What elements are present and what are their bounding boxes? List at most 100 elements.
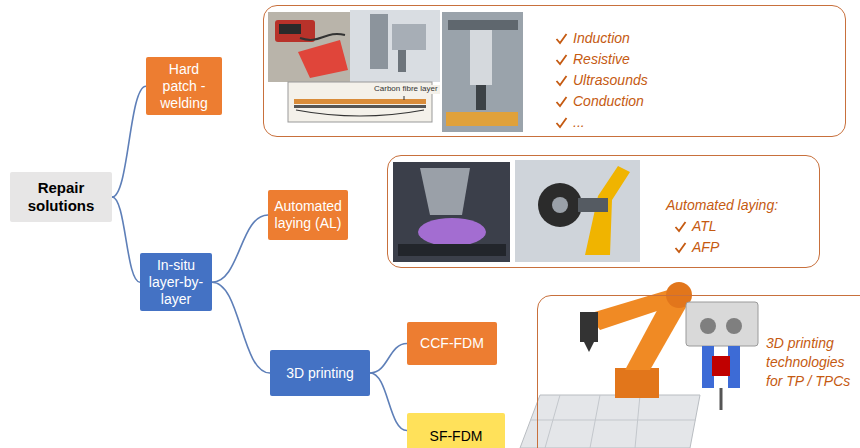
box-label: 3D printing bbox=[286, 365, 354, 382]
machine-column bbox=[370, 14, 388, 69]
root-box: Repair solutions bbox=[10, 172, 112, 222]
welding-photos bbox=[268, 10, 523, 132]
list-row: Resistive bbox=[555, 49, 845, 70]
bed-grid bbox=[530, 420, 696, 421]
check-mark bbox=[676, 243, 686, 252]
check-mark bbox=[557, 55, 567, 64]
box-label: Repair solutions bbox=[15, 179, 107, 215]
method-box: CCF-FDM bbox=[407, 322, 497, 365]
list-item: ATL bbox=[692, 216, 717, 237]
tree-connector bbox=[370, 344, 407, 374]
welder-screen bbox=[279, 24, 301, 34]
gantry-head bbox=[470, 30, 492, 85]
check-mark bbox=[557, 97, 567, 106]
list-row: Conduction bbox=[555, 91, 845, 112]
photo-background bbox=[393, 162, 510, 262]
check-mark bbox=[674, 241, 687, 254]
tree-connector bbox=[112, 197, 140, 282]
category-box: In-situ layer-by-layer bbox=[140, 253, 212, 311]
nozzle bbox=[584, 342, 594, 352]
machine-tool bbox=[398, 50, 406, 72]
laying-head bbox=[578, 198, 608, 212]
list-item: ... bbox=[573, 112, 585, 133]
bed-grid bbox=[635, 395, 640, 448]
laying-photos bbox=[393, 160, 640, 262]
list-item: Induction bbox=[573, 28, 630, 49]
box-label: In-situ layer-by-layer bbox=[145, 257, 207, 307]
box-label: Automated laying (AL) bbox=[273, 198, 343, 232]
print-head bbox=[580, 312, 598, 342]
feed-roller bbox=[726, 318, 742, 334]
check-mark bbox=[557, 76, 567, 85]
technique-panel: Automated laying:ATLAFP bbox=[387, 155, 820, 268]
list-item: Ultrasounds bbox=[573, 70, 648, 91]
technique-panel: 3D printing technologies for TP / TPCs bbox=[537, 295, 860, 448]
check-mark bbox=[555, 95, 568, 108]
filament bbox=[720, 388, 723, 410]
list-row: ATL bbox=[674, 216, 819, 237]
cable bbox=[300, 34, 345, 40]
leader-line bbox=[404, 96, 405, 100]
list-row: AFP bbox=[674, 237, 819, 258]
welder-case bbox=[275, 20, 315, 42]
method-box: Automated laying (AL) bbox=[268, 190, 348, 240]
check-mark bbox=[555, 32, 568, 45]
tape-spool bbox=[538, 183, 582, 227]
sonotrode bbox=[476, 85, 486, 110]
workpiece bbox=[446, 112, 518, 126]
schematic-label: Carbon fibre layer bbox=[372, 85, 440, 94]
tree-connector bbox=[212, 282, 270, 373]
check-mark bbox=[555, 116, 568, 129]
hot-end bbox=[712, 356, 730, 376]
bed-grid bbox=[590, 395, 600, 448]
check-mark bbox=[555, 53, 568, 66]
method-box: Hard patch - welding bbox=[146, 57, 222, 115]
box-label: CCF-FDM bbox=[420, 335, 484, 352]
check-mark bbox=[557, 34, 567, 43]
list-row: Automated laying: bbox=[666, 195, 819, 216]
check-mark bbox=[676, 222, 686, 231]
extruder-housing bbox=[686, 302, 758, 346]
photo-background bbox=[350, 10, 440, 82]
gantry-beam bbox=[448, 20, 518, 30]
check-mark bbox=[555, 74, 568, 87]
carbon-layer bbox=[294, 105, 426, 108]
list-item: Conduction bbox=[573, 91, 644, 112]
box-label: Hard patch - welding bbox=[151, 61, 217, 111]
tree-connector bbox=[112, 86, 146, 197]
printing-illustration bbox=[520, 282, 758, 448]
patch-layer bbox=[294, 99, 426, 104]
robot-base bbox=[615, 368, 659, 398]
list-row: Induction bbox=[555, 28, 845, 49]
category-box: 3D printing bbox=[270, 350, 370, 396]
tree-connector bbox=[212, 215, 268, 282]
print-bed bbox=[520, 395, 700, 448]
list-row: Ultrasounds bbox=[555, 70, 845, 91]
tool-surface bbox=[398, 244, 506, 256]
bed-grid bbox=[545, 395, 560, 448]
photo-background bbox=[442, 12, 523, 132]
list-item: AFP bbox=[692, 237, 719, 258]
laser-head bbox=[420, 168, 470, 215]
box-label: SF-FDM bbox=[430, 428, 483, 445]
list-heading: Automated laying: bbox=[666, 195, 778, 216]
laser-glow bbox=[418, 218, 486, 246]
photo-background bbox=[268, 12, 352, 82]
check-mark bbox=[557, 118, 567, 127]
panel-text: 3D printing technologies for TP / TPCs bbox=[766, 334, 851, 391]
spool-hub bbox=[552, 197, 568, 213]
technique-panel: InductionResistiveUltrasoundsConduction.… bbox=[263, 5, 846, 137]
check-mark bbox=[674, 220, 687, 233]
red-patch bbox=[298, 40, 348, 78]
feed-roller bbox=[700, 318, 716, 334]
substrate-curve bbox=[296, 110, 424, 116]
list-item: Resistive bbox=[573, 49, 630, 70]
machine-head bbox=[392, 24, 426, 50]
photo-background bbox=[515, 160, 640, 262]
list-row: ... bbox=[555, 112, 845, 133]
tree-connector bbox=[370, 373, 407, 431]
method-box: SF-FDM bbox=[407, 413, 505, 448]
